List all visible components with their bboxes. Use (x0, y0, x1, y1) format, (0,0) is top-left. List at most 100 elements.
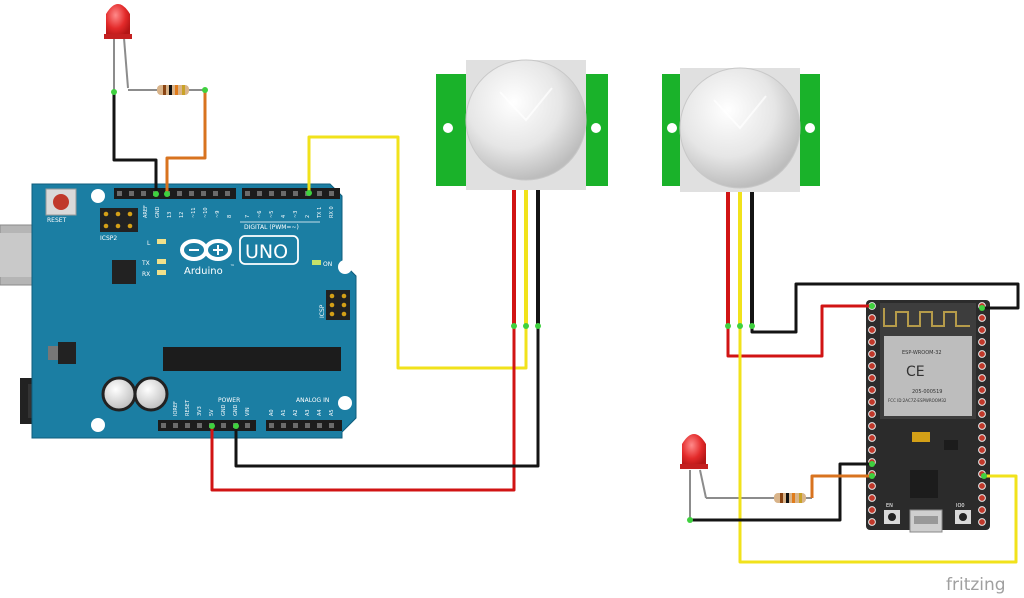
esp32-pin (868, 518, 876, 526)
resistor-arduino (128, 85, 205, 95)
resistor-esp32 (706, 493, 812, 503)
wires (112, 90, 1020, 564)
esp32-pin (868, 434, 876, 442)
pin-label: A3 (305, 409, 311, 416)
power-label: POWER (218, 397, 240, 404)
esp32-pin (868, 482, 876, 490)
r-code: 205-000519 (912, 389, 942, 395)
wire-led-gnd (112, 92, 158, 194)
wire-pir2-gnd (750, 282, 1020, 334)
pin-label: ~9 (215, 211, 221, 218)
voltage-regulator (58, 342, 76, 364)
wire-esp-led-gnd (690, 462, 872, 522)
esp32-pin (868, 374, 876, 382)
analog-header (266, 420, 342, 431)
esp32-pin (978, 350, 986, 358)
arduino-logo-tm: ™ (230, 264, 235, 270)
ce-mark: CE (906, 364, 925, 380)
pin-label: ~10 (203, 207, 209, 218)
pin-label: IOREF (173, 401, 179, 416)
led-esp32 (680, 434, 708, 520)
esp32-pin (978, 362, 986, 370)
capacitor-1 (101, 376, 137, 412)
top-pin-labels-a: 13 12 ~11 ~10 ~9 8 (167, 207, 233, 218)
esp32-pin (978, 398, 986, 406)
pin-label: 4 (281, 215, 287, 218)
pin-label: ~5 (269, 211, 275, 218)
led-arduino (104, 4, 132, 92)
esp32-pin (978, 494, 986, 502)
btn-en-label: EN (886, 503, 893, 509)
pin-label: VIN (245, 407, 251, 416)
esp32-pin (868, 422, 876, 430)
led-l-label: L (147, 240, 151, 247)
pin-label: 2 (305, 215, 311, 218)
esp32-pins (868, 302, 986, 526)
wire-pir1-out (307, 135, 528, 370)
esp32-pin (868, 326, 876, 334)
pin-label: RESET (185, 399, 191, 416)
icsp2-header (100, 208, 138, 232)
pin-label: GND (233, 404, 239, 416)
pin-label: GND (221, 404, 227, 416)
pin-label: A1 (281, 409, 287, 416)
esp32-pin (868, 446, 876, 454)
fritzing-watermark: fritzing (946, 575, 1006, 595)
esp32-pin (978, 314, 986, 322)
esp32-pin (978, 458, 986, 466)
pin-label: A0 (269, 409, 275, 416)
pin-label: 8 (227, 215, 233, 218)
aref-pin-label: AREF (143, 205, 149, 218)
capacitor-2 (133, 376, 169, 412)
fcc-text: FCC ID:2AC7Z-ESPWROOM32 (888, 398, 947, 403)
pin-label: A2 (293, 409, 299, 416)
esp32-pin (868, 362, 876, 370)
module-text: ESP-WROOM-32 (902, 350, 942, 356)
wire-pir1-gnd (234, 326, 540, 468)
digital-header-left (114, 188, 236, 199)
esp32-pin (868, 314, 876, 322)
esp32-pin (868, 506, 876, 514)
pin-label: TX 1 (317, 207, 323, 219)
pin-label: ~6 (257, 211, 263, 218)
pin-label: 5V (209, 409, 215, 416)
pin-label: RX 0 (329, 206, 335, 218)
wire-pir1-vcc (210, 326, 516, 492)
led-on-label: ON (323, 261, 332, 268)
led-tx-label: TX (141, 260, 150, 267)
pin-label: 7 (245, 215, 251, 218)
arduino-logo-text: Arduino (184, 266, 223, 277)
icsp-header (326, 290, 350, 320)
pir-sensor-2 (662, 67, 820, 192)
btn-io0-label: IO0 (956, 503, 965, 509)
icsp2-label: ICSP2 (100, 235, 117, 242)
analog-pin-labels: A0 A1 A2 A3 A4 A5 (269, 409, 335, 416)
wire-pir2-vcc (726, 304, 872, 358)
pir-sensor-1 (436, 59, 608, 190)
wire-endpoints (111, 87, 987, 523)
atmega-chip (163, 347, 341, 371)
esp32-board: ESP-WROOM-32 CE 205-000519 FCC ID:2AC7Z-… (866, 300, 990, 533)
pin-label: 13 (167, 212, 173, 218)
esp32-pin (868, 410, 876, 418)
esp32-pin (978, 374, 986, 382)
led-rx-label: RX (142, 271, 150, 278)
esp32-pin (978, 446, 986, 454)
esp32-pin (868, 494, 876, 502)
wire-esp-led-pin (810, 474, 872, 498)
pin-label: 12 (179, 212, 185, 218)
esp32-pin (978, 482, 986, 490)
esp32-pin (978, 518, 986, 526)
esp32-pin (978, 338, 986, 346)
wire-pir2-out (738, 326, 1018, 564)
pin-label: A4 (317, 409, 323, 416)
esp32-pin (978, 386, 986, 394)
pin-label: A5 (329, 409, 335, 416)
power-header (158, 420, 256, 431)
analog-label: ANALOG IN (296, 397, 329, 404)
icsp-label: ICSP (319, 304, 326, 318)
pin-label: ~11 (191, 207, 197, 218)
